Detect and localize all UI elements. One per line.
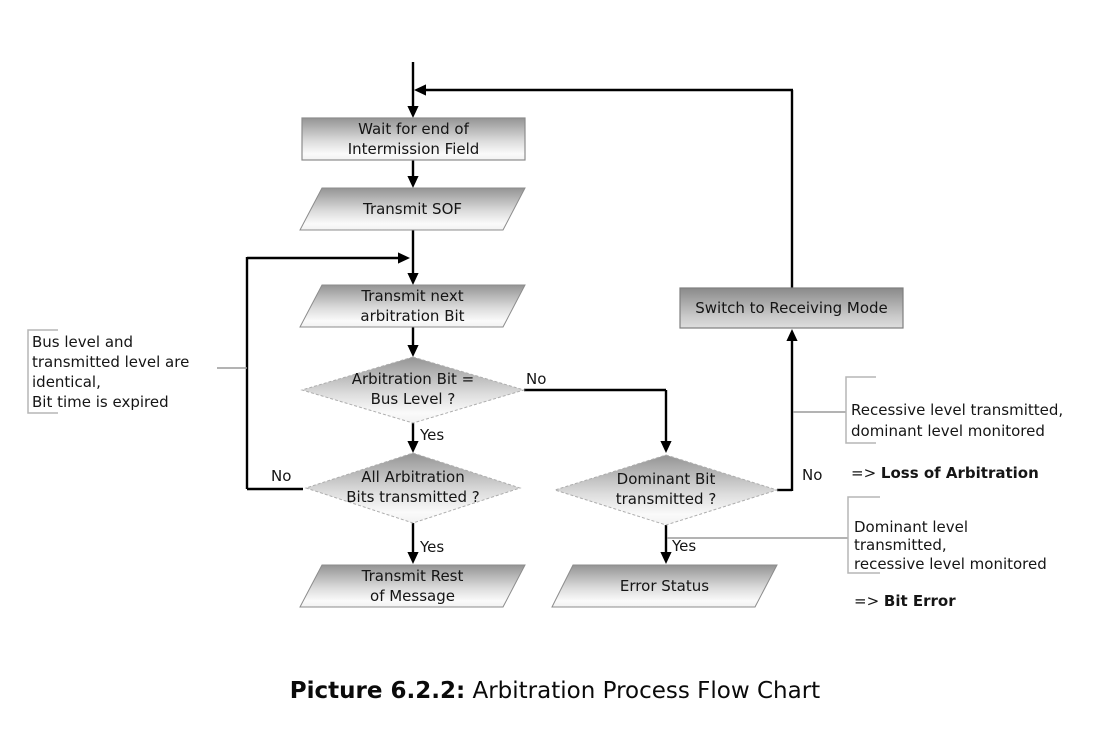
node-transmit-sof-label: Transmit SOF xyxy=(362,200,463,218)
shape-dominant-bit-diamond xyxy=(553,454,779,526)
annotation-left-condition: Bus level and transmitted level are iden… xyxy=(32,333,190,411)
figure-caption-number: Picture 6.2.2: xyxy=(289,678,466,704)
shape-switch-receiving-rect xyxy=(679,287,904,329)
figure-caption: Picture 6.2.2: Arbitration Process Flow … xyxy=(0,678,1110,704)
node-dominant-bit-label: Dominant Bit transmitted ? xyxy=(615,470,717,508)
arrowhead-loop-right xyxy=(398,252,410,264)
shape-arbitration-bit-diamond xyxy=(300,356,526,424)
shape-wait-intermission-rect xyxy=(301,117,526,161)
branch-label-d2-no: No xyxy=(271,467,292,485)
arrowhead-entry-down xyxy=(407,106,419,118)
branch-label-d2-yes: Yes xyxy=(420,538,445,556)
arrowhead-wait-to-sof xyxy=(407,176,419,188)
arrowhead-nextbit-to-d1 xyxy=(407,345,419,357)
shape-error-status-parallelogram xyxy=(551,564,778,608)
arrowhead-d1-yes xyxy=(407,441,419,453)
annotation-biterror-text: Dominant level transmitted, recessive le… xyxy=(854,517,1047,573)
arrowhead-d3-yes xyxy=(660,552,672,564)
branch-label-d1-yes: Yes xyxy=(420,426,445,444)
node-transmit-next-bit-label: Transmit next arbitration Bit xyxy=(360,287,465,325)
figure-caption-title: Arbitration Process Flow Chart xyxy=(465,678,821,704)
annotation-bit-error: Dominant level transmitted, recessive le… xyxy=(854,499,1047,629)
annotation-loss-conclusion: => Loss of Arbitration xyxy=(851,464,1039,482)
annotation-loss-of-arbitration: Recessive level transmitted, dominant le… xyxy=(851,379,1063,505)
annotation-biterror-conclusion: => Bit Error xyxy=(854,591,956,610)
node-all-bits-label: All Arbitration Bits transmitted ? xyxy=(346,468,480,506)
shape-transmit-sof-parallelogram xyxy=(299,187,526,231)
shape-transmit-next-bit-parallelogram xyxy=(299,284,526,328)
node-error-status-label: Error Status xyxy=(619,577,710,595)
bracket-biterror-annotation xyxy=(847,496,880,574)
node-switch-receiving-label: Switch to Receiving Mode xyxy=(695,299,888,317)
branch-label-d3-yes: Yes xyxy=(672,537,697,555)
shape-all-bits-diamond xyxy=(304,452,522,524)
arrowhead-return-left xyxy=(414,84,426,96)
arrowhead-d2-yes xyxy=(407,552,419,564)
node-wait-intermission-label: Wait for end of Intermission Field xyxy=(347,120,480,158)
annotation-loss-text: Recessive level transmitted, dominant le… xyxy=(851,401,1064,440)
arrowhead-sof-to-nextbit xyxy=(407,273,419,285)
shape-transmit-rest-parallelogram xyxy=(299,564,526,608)
arrowhead-d3-no-up xyxy=(786,329,798,341)
node-transmit-rest-label: Transmit Rest of Message xyxy=(361,567,464,605)
branch-label-d3-no: No xyxy=(802,466,823,484)
bracket-left-annotation xyxy=(27,329,58,414)
branch-label-d1-no: No xyxy=(526,370,547,388)
node-arbitration-bit-label: Arbitration Bit = Bus Level ? xyxy=(351,370,475,408)
arrowhead-d1-no xyxy=(660,441,672,453)
bracket-loss-annotation xyxy=(845,376,876,444)
